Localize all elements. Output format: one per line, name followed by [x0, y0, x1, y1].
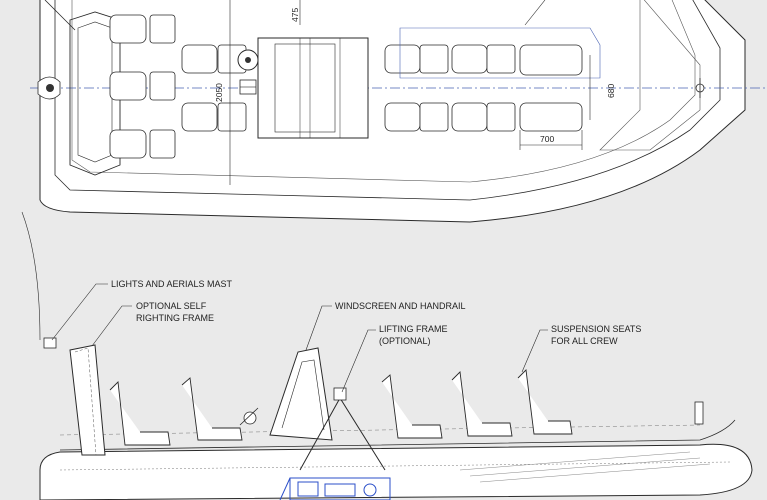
- plan-tube-inner: [54, 0, 721, 201]
- tube-hatching: [459, 451, 711, 483]
- callout-mast: LIGHTS AND AERIALS MAST: [111, 279, 233, 289]
- console-seats: [181, 44, 247, 132]
- callout-frame-line2: RIGHTING FRAME: [136, 313, 214, 323]
- towing-eye-hole: [46, 84, 54, 92]
- dim-680: 680: [606, 84, 616, 98]
- callout-seats-line1: SUSPENSION SEATS: [551, 324, 641, 334]
- callout-seats-line2: FOR ALL CREW: [551, 336, 618, 346]
- dim-700: 700: [540, 134, 554, 144]
- aft-seats: [109, 14, 176, 159]
- side-steering-wheel: [243, 411, 257, 425]
- side-tube: [39, 443, 753, 500]
- self-righting-frame: [69, 344, 106, 456]
- leader-lines: [51, 283, 548, 393]
- forward-seats: [384, 44, 583, 132]
- dim-475: 475: [290, 8, 300, 22]
- console: [257, 37, 369, 139]
- mast: [43, 337, 57, 349]
- callout-frame-line1: OPTIONAL SELF: [136, 301, 207, 311]
- plan-bow-panel: [599, 0, 701, 151]
- side-view: LIGHTS AND AERIALS MAST OPTIONAL SELF RI…: [21, 211, 753, 500]
- callout-lifting-line1: LIFTING FRAME: [379, 324, 448, 334]
- transom: [69, 11, 121, 176]
- dim-2050: 2050: [214, 83, 224, 102]
- callout-windscreen: WINDSCREEN AND HANDRAIL: [335, 301, 466, 311]
- windscreen: [269, 347, 333, 441]
- plan-view: 475 2050 680 700: [30, 0, 767, 223]
- inboard-engine: [279, 477, 391, 500]
- bow-post: [694, 401, 704, 425]
- seat-group-outline: [399, 27, 601, 79]
- side-seats: [109, 369, 573, 446]
- plan-deck-line: [71, 0, 696, 183]
- callout-lifting-line2: (OPTIONAL): [379, 336, 431, 346]
